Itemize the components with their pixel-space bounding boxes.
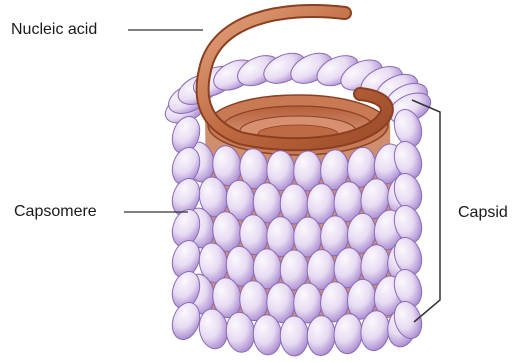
nucleic-acid-label: Nucleic acid [11,22,97,38]
capsomere-label: Capsomere [14,204,97,220]
capsid-label: Capsid [458,205,508,221]
capsomere [280,316,309,356]
